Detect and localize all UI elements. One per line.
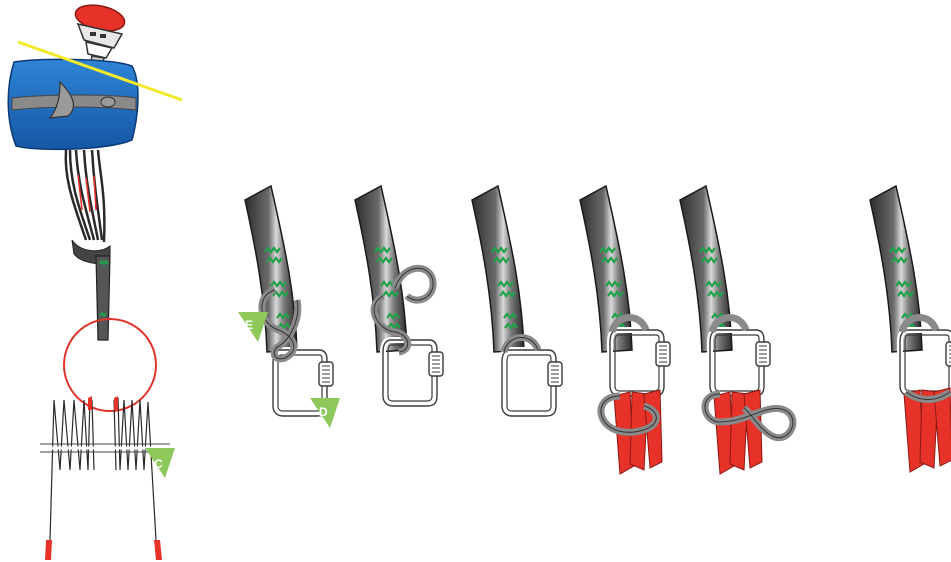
callout-e-icon: E (238, 312, 268, 342)
highlight-circle (64, 319, 156, 411)
callout-c-icon: C (145, 448, 175, 478)
step-1-illustration: E D (238, 186, 340, 428)
callout-c-label: C (154, 457, 163, 471)
step-3-illustration (472, 186, 562, 416)
reserve-container-icon: C (8, 1, 182, 560)
callout-d-label: D (319, 405, 328, 419)
step-5-illustration (680, 186, 793, 474)
callout-e-label: E (245, 318, 253, 332)
red-lines-icon (714, 390, 762, 474)
maillon-carabiner-icon (502, 350, 562, 416)
step-6-illustration (870, 186, 951, 472)
step-4-illustration (580, 186, 670, 474)
step-2-illustration (355, 186, 443, 406)
folded-lines-icon (50, 398, 156, 540)
